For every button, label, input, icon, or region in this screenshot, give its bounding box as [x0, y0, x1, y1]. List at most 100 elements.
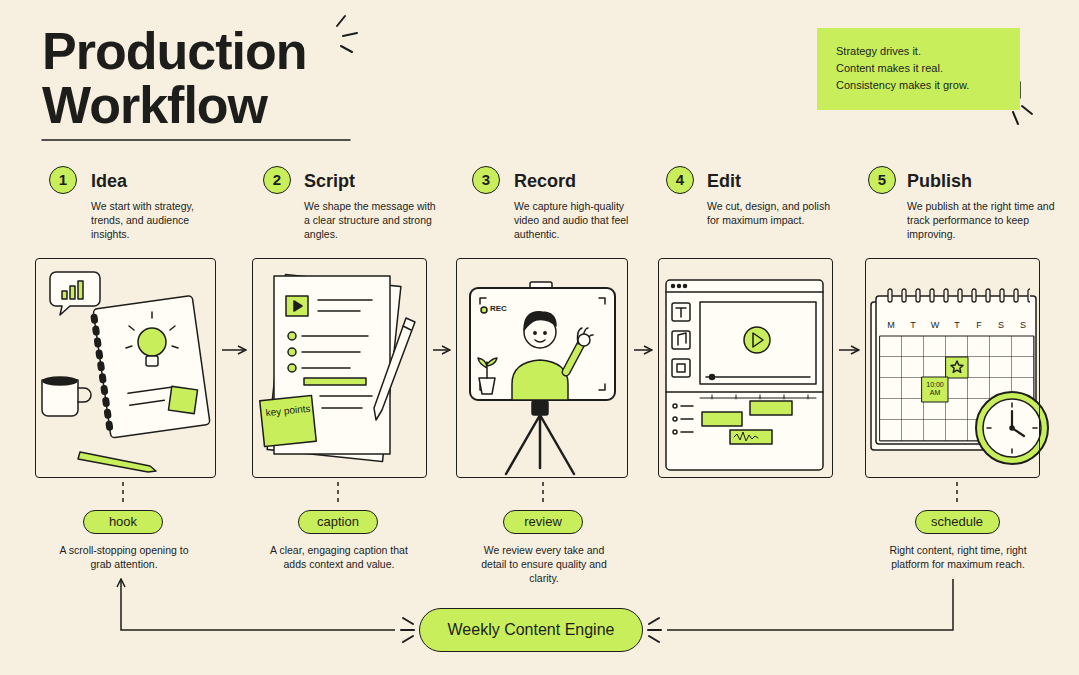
edit-sketch — [706, 376, 810, 378]
publish-sketch — [946, 357, 968, 378]
script-sketch — [302, 351, 360, 353]
record-sketch — [578, 334, 590, 346]
edit-sketch — [710, 375, 715, 380]
loop-connector — [667, 579, 953, 630]
sketch-stroke — [93, 295, 210, 438]
script-sketch — [288, 332, 296, 340]
edit-sketch — [700, 395, 816, 399]
record-sketch — [512, 360, 568, 400]
day-label: M — [880, 319, 902, 331]
idea-sketch — [129, 326, 134, 330]
record-sketch — [481, 307, 487, 313]
tag-description: A clear, engaging caption that adds cont… — [265, 543, 413, 571]
step-description: We start with strategy, trends, and audi… — [91, 199, 226, 241]
spark-marks — [1022, 106, 1032, 114]
edit-sketch — [676, 308, 686, 317]
publish-sketch — [1010, 426, 1014, 430]
edit-sketch — [753, 333, 763, 347]
dashed-leader — [542, 482, 544, 506]
tag-text: caption — [299, 511, 377, 532]
spark-marks — [401, 629, 414, 631]
edit-sketch — [678, 333, 686, 345]
loop-text: Weekly Content Engine — [420, 609, 642, 650]
step-heading: Record — [514, 170, 576, 192]
tag-pill: scheduleRight content, right time, right… — [915, 510, 1000, 534]
edit-sketch — [673, 430, 677, 434]
edit-sketch — [666, 280, 823, 470]
idea-sketch — [151, 312, 153, 318]
dashed-leader — [337, 482, 339, 506]
script-sketch — [403, 326, 411, 330]
step-number: 2 — [263, 166, 291, 194]
tag-description: We review every take and detail to ensur… — [470, 543, 618, 585]
record-sketch — [478, 358, 497, 378]
script-sketch — [294, 301, 302, 311]
record-sketch — [566, 342, 582, 372]
sketch-stroke — [130, 400, 165, 405]
idea-sketch — [43, 377, 77, 385]
sticky-note: Strategy drives it.Content makes it real… — [817, 28, 1020, 110]
flow-arrow — [433, 349, 450, 351]
idea-sketch — [50, 272, 100, 315]
step-box: IdeaWe start with strategy, trends, and … — [35, 258, 216, 478]
tag-description: A scroll-stopping opening to grab attent… — [50, 543, 198, 571]
edit-sketch — [681, 418, 693, 420]
sketch-stroke — [94, 317, 110, 432]
script-sketch — [302, 367, 350, 369]
spark-marks — [341, 46, 352, 52]
spark-marks — [403, 636, 413, 642]
spark-marks — [649, 618, 659, 624]
record-sketch — [470, 282, 615, 474]
record-sketch — [479, 378, 495, 394]
flow-arrow — [634, 349, 652, 351]
idea-sketch — [126, 346, 132, 348]
edit-sketch — [702, 412, 742, 426]
step-box: RecordWe capture high-quality video and … — [456, 258, 628, 478]
note-line: Strategy drives it. — [836, 43, 1002, 60]
day-label: S — [1012, 319, 1034, 331]
dashed-leader — [956, 482, 958, 506]
step-number: 5 — [868, 166, 896, 194]
idea-sketch — [170, 326, 175, 330]
script-sketch — [288, 348, 296, 356]
flow-arrow — [839, 349, 859, 351]
spark-marks — [1013, 112, 1018, 124]
edit-sketch — [666, 280, 823, 470]
loop-pill: Weekly Content Engine — [419, 608, 643, 652]
sketch-stroke — [128, 387, 173, 393]
edit-sketch — [672, 331, 690, 349]
day-label: W — [924, 319, 946, 331]
step-description: We cut, design, and polish for maximum i… — [707, 199, 837, 227]
step-box: ScriptWe shape the message with a clear … — [252, 258, 427, 478]
edit-sketch — [678, 285, 681, 288]
script-sketch — [288, 364, 296, 372]
spark-marks — [649, 636, 659, 642]
tag-text: schedule — [916, 511, 999, 532]
idea-sketch — [78, 281, 83, 299]
record-sketch — [566, 342, 582, 372]
step-box: PublishWe publish at the right time and … — [865, 258, 1040, 478]
script-sketch — [304, 378, 366, 385]
edit-sketch — [666, 291, 823, 293]
day-label: T — [902, 319, 924, 331]
idea-sketch — [168, 386, 197, 413]
idea-sketch — [78, 452, 156, 472]
step-box: EditWe cut, design, and polish for maxim… — [658, 258, 833, 478]
script-sketch — [322, 407, 362, 409]
script-sketch — [318, 310, 360, 312]
edit-sketch — [750, 401, 792, 415]
time-label: 10:00 AM — [922, 381, 948, 397]
step-description: We publish at the right time and track p… — [907, 199, 1057, 241]
edit-sketch — [744, 327, 770, 353]
script-sketch — [260, 274, 415, 461]
edit-sketch — [684, 285, 687, 288]
edit-sketch — [672, 359, 690, 377]
tag-pill: reviewWe review every take and detail to… — [503, 510, 583, 534]
publish-sketch — [1012, 411, 1024, 436]
record-sketch — [534, 332, 536, 334]
idea-sketch — [138, 328, 166, 356]
step-number: 4 — [666, 166, 694, 194]
edit-sketch — [677, 364, 685, 372]
loop-connector — [121, 579, 395, 630]
